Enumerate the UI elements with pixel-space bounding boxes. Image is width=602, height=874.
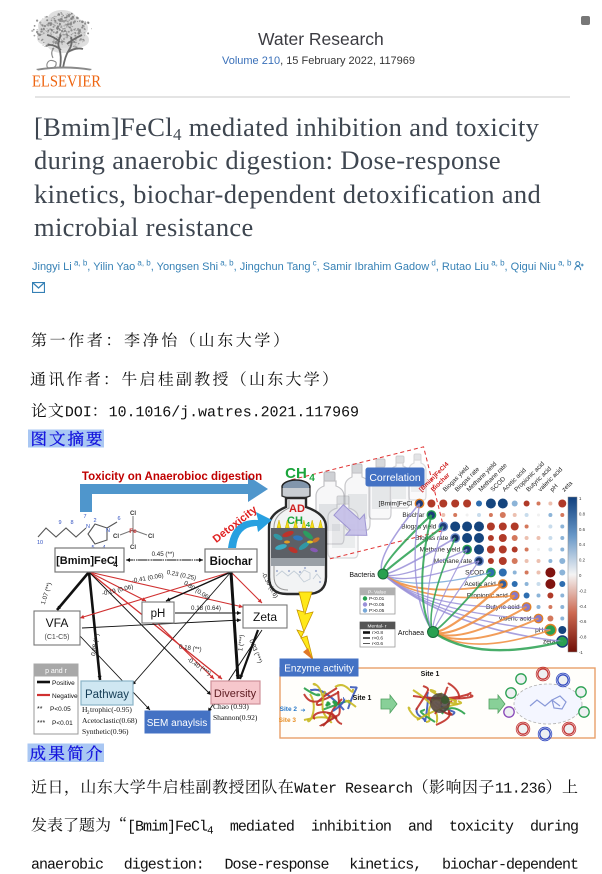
svg-text:Biochar: Biochar bbox=[210, 556, 253, 568]
svg-text:7: 7 bbox=[83, 514, 86, 520]
svg-text:8: 8 bbox=[70, 520, 73, 526]
svg-text:N: N bbox=[86, 524, 90, 530]
svg-text:H: H bbox=[82, 705, 88, 714]
svg-text:**: ** bbox=[37, 706, 43, 713]
svg-text:0.88 (**): 0.88 (**) bbox=[90, 633, 101, 657]
svg-text:SCOD: SCOD bbox=[465, 570, 484, 577]
svg-text:Cl: Cl bbox=[148, 534, 154, 540]
svg-text:1 (***): 1 (***) bbox=[237, 634, 245, 651]
svg-text:Correlation: Correlation bbox=[369, 472, 421, 484]
svg-text:AD: AD bbox=[289, 503, 305, 515]
svg-text:0.6: 0.6 bbox=[579, 527, 586, 532]
svg-text:-0.8: -0.8 bbox=[579, 635, 587, 640]
svg-text:Mental- r: Mental- r bbox=[368, 624, 387, 630]
svg-text:CH: CH bbox=[285, 465, 307, 482]
svg-text:0: 0 bbox=[579, 573, 582, 578]
svg-text:Biogas rate: Biogas rate bbox=[415, 535, 448, 542]
svg-text:-0.6: -0.6 bbox=[579, 619, 587, 624]
svg-text:Biochar: Biochar bbox=[402, 512, 425, 519]
svg-text:Toxicity on Anaerobioc digesti: Toxicity on Anaerobioc digestion bbox=[82, 471, 262, 483]
svg-text:r>0.8: r>0.8 bbox=[372, 630, 383, 636]
svg-text:4: 4 bbox=[309, 473, 315, 484]
svg-text:ELSEVIER: ELSEVIER bbox=[32, 72, 102, 91]
svg-text:-0.41 (0.06): -0.41 (0.06) bbox=[131, 572, 164, 584]
svg-text:Positive: Positive bbox=[52, 680, 75, 687]
svg-text:-0.4: -0.4 bbox=[579, 604, 587, 609]
svg-text:0.23 (0.25): 0.23 (0.25) bbox=[166, 569, 197, 582]
svg-text:N: N bbox=[106, 528, 110, 534]
svg-text:pH: pH bbox=[151, 608, 166, 620]
svg-text:SEM anaylsis: SEM anaylsis bbox=[147, 718, 208, 729]
svg-text:2: 2 bbox=[93, 518, 96, 524]
svg-text:Cl: Cl bbox=[113, 534, 119, 540]
svg-text:Enzyme activity: Enzyme activity bbox=[284, 664, 353, 675]
svg-text:10: 10 bbox=[37, 540, 43, 546]
svg-text:P<0.05: P<0.05 bbox=[369, 602, 385, 608]
svg-text:r<0.6: r<0.6 bbox=[372, 641, 383, 647]
svg-text:VFA: VFA bbox=[46, 616, 69, 630]
svg-text:Methane rate: Methane rate bbox=[434, 558, 473, 565]
svg-text:Chao (0.93): Chao (0.93) bbox=[213, 702, 249, 711]
svg-text:P<0.05: P<0.05 bbox=[50, 706, 71, 713]
svg-text:Site 1: Site 1 bbox=[353, 695, 372, 702]
svg-text:-0.2: -0.2 bbox=[579, 588, 587, 593]
svg-text:[Bmim]FeCl: [Bmim]FeCl bbox=[379, 501, 414, 508]
svg-text:P>0.05: P>0.05 bbox=[369, 608, 385, 614]
svg-text:trophic(-0.95): trophic(-0.95) bbox=[90, 705, 132, 714]
svg-text:Cl: Cl bbox=[130, 545, 136, 551]
svg-text:4: 4 bbox=[306, 520, 311, 529]
svg-text:0.18 (0.64): 0.18 (0.64) bbox=[191, 605, 221, 612]
svg-text:zeta: zeta bbox=[561, 480, 575, 494]
svg-text:Bacteria: Bacteria bbox=[349, 572, 375, 579]
svg-text:0.45 (**): 0.45 (**) bbox=[152, 551, 175, 558]
svg-text:2: 2 bbox=[87, 711, 90, 716]
svg-text:Site 3: Site 3 bbox=[279, 717, 297, 724]
svg-text:Site 1: Site 1 bbox=[421, 671, 440, 678]
svg-text:CH: CH bbox=[287, 515, 303, 527]
svg-text:1: 1 bbox=[579, 496, 582, 501]
svg-text:Zeta: Zeta bbox=[253, 610, 277, 624]
svg-text:0.8: 0.8 bbox=[579, 511, 586, 516]
svg-text:-0.40 (***): -0.40 (***) bbox=[186, 656, 212, 677]
svg-text:➔: ➔ bbox=[300, 708, 305, 714]
svg-text:6: 6 bbox=[117, 516, 120, 522]
svg-text:Methane yield: Methane yield bbox=[420, 547, 461, 554]
svg-text:***: *** bbox=[37, 720, 45, 727]
svg-text:p and r: p and r bbox=[45, 668, 67, 675]
svg-text:valeric acid: valeric acid bbox=[499, 616, 532, 623]
svg-text:0.4: 0.4 bbox=[579, 542, 586, 547]
svg-text:pH: pH bbox=[549, 482, 560, 493]
svg-text:1.07 (**): 1.07 (**) bbox=[40, 582, 53, 606]
svg-text:Diversity: Diversity bbox=[214, 688, 257, 700]
svg-text:Fe: Fe bbox=[129, 528, 137, 535]
svg-text:Synthetic(0.96): Synthetic(0.96) bbox=[82, 727, 129, 736]
svg-text:pH: pH bbox=[535, 627, 544, 634]
svg-text:Archaea: Archaea bbox=[398, 630, 424, 637]
svg-text:(C1-C5): (C1-C5) bbox=[45, 634, 70, 641]
svg-text:zeta: zeta bbox=[543, 639, 556, 646]
svg-text:[Bmim]FeCl: [Bmim]FeCl bbox=[56, 555, 118, 567]
svg-text:P<0.01: P<0.01 bbox=[52, 720, 73, 727]
svg-text:0.18 (**): 0.18 (**) bbox=[178, 643, 201, 653]
svg-text:Pathway: Pathway bbox=[85, 689, 129, 701]
svg-text:9: 9 bbox=[58, 520, 61, 526]
svg-text:P- Value: P- Value bbox=[368, 590, 386, 596]
svg-text:-1: -1 bbox=[579, 650, 583, 655]
svg-text:Cl: Cl bbox=[130, 511, 136, 517]
svg-text:P<0.01: P<0.01 bbox=[369, 596, 385, 602]
svg-text:Site 2: Site 2 bbox=[280, 706, 298, 713]
svg-text:r>0.6: r>0.6 bbox=[372, 636, 383, 642]
svg-text:0.2: 0.2 bbox=[579, 558, 586, 563]
svg-text:Shannon(0.92): Shannon(0.92) bbox=[213, 713, 258, 722]
svg-text:Acetoclastic(0.68): Acetoclastic(0.68) bbox=[82, 716, 138, 725]
svg-text:Negative: Negative bbox=[52, 693, 78, 700]
svg-text:4: 4 bbox=[113, 560, 118, 569]
